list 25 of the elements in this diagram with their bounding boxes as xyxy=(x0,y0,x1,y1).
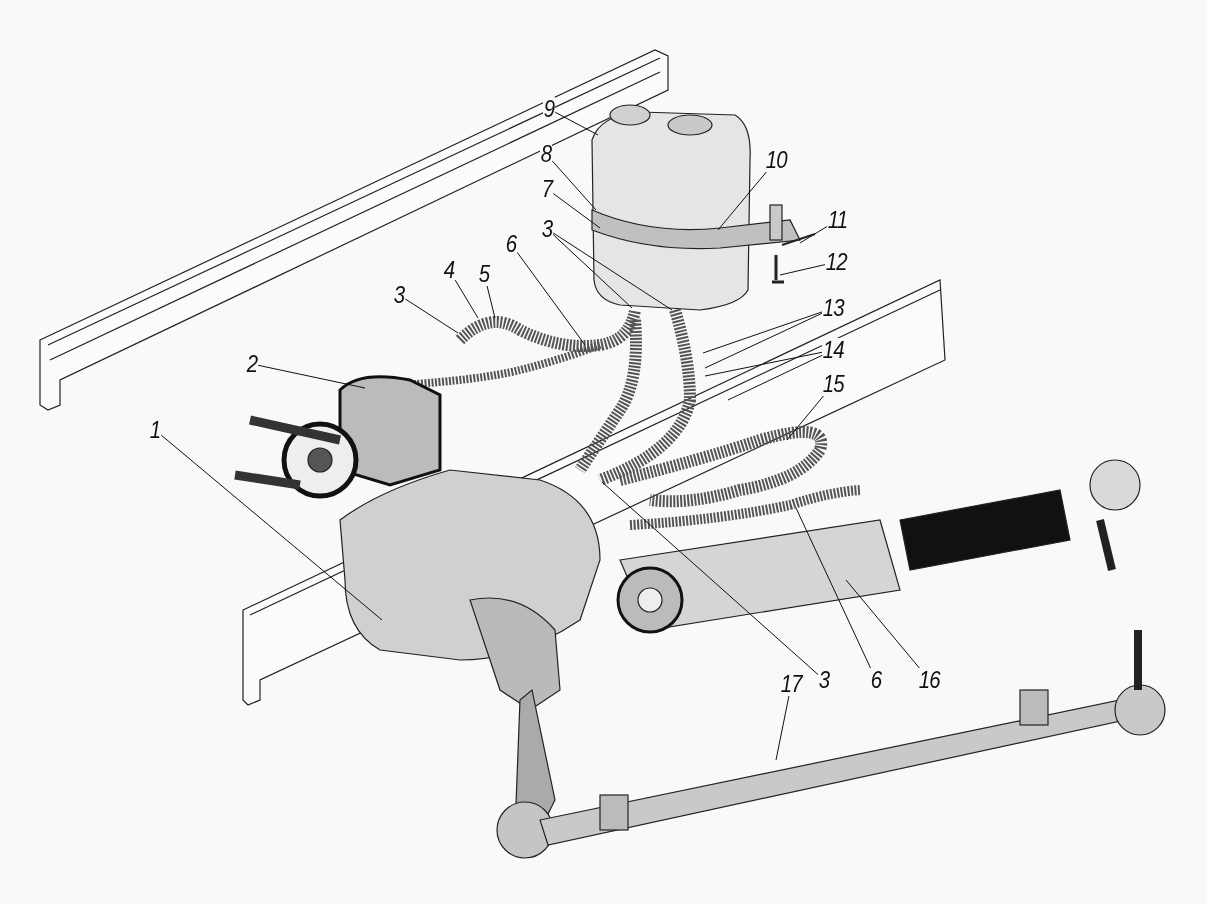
leader-line xyxy=(727,354,823,401)
leader-line xyxy=(799,226,828,244)
leader-line xyxy=(775,695,790,761)
leader-line xyxy=(552,234,633,309)
leader-line xyxy=(795,507,871,669)
leader-line xyxy=(454,279,479,319)
leader-line xyxy=(779,264,826,276)
callout-number: 6 xyxy=(505,232,518,256)
leader-line xyxy=(486,285,496,319)
leader-line xyxy=(704,351,823,377)
leader-line xyxy=(160,434,383,621)
leader-line xyxy=(554,111,599,136)
leader-line xyxy=(786,395,824,441)
leader-line xyxy=(516,251,586,346)
leader-line xyxy=(601,481,819,676)
leader-line xyxy=(702,311,823,354)
leader-line xyxy=(704,312,823,369)
leader-line xyxy=(404,298,459,334)
leader-line xyxy=(717,171,767,231)
leader-line xyxy=(257,364,366,389)
leader-line xyxy=(552,193,601,229)
leader-line xyxy=(845,579,920,669)
leader-line xyxy=(551,160,597,211)
callout-number: 4 xyxy=(443,258,456,282)
leader-line xyxy=(552,232,673,311)
